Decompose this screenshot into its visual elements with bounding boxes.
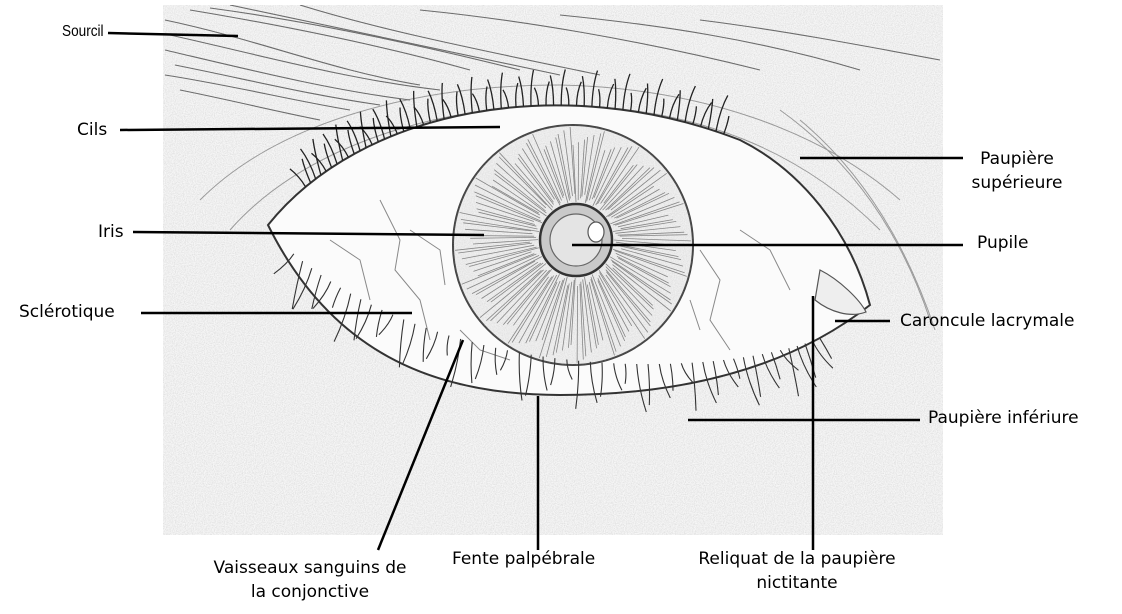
upper-eyelashes [289, 69, 730, 188]
label-reliquat: Reliquat de la paupière nictitante [672, 547, 922, 595]
label-paupiere-superieure-line1: Paupière [980, 149, 1054, 169]
eye-sketch-image [163, 5, 943, 535]
lower-eyelashes [273, 253, 834, 413]
label-paupiere-superieure-line2: supérieure [971, 173, 1063, 193]
leader-line-vaisseaux [376, 339, 465, 551]
label-vaisseaux: Vaisseaux sanguins de la conjonctive [187, 556, 433, 604]
label-pupile: Pupile [977, 233, 1029, 253]
label-caroncule: Caroncule lacrymale [900, 311, 1075, 331]
label-reliquat-line2: nictitante [756, 573, 838, 593]
leader-line-sourcil [107, 31, 239, 38]
conjunctival-vessels [329, 199, 791, 361]
label-paupiere-inferieure: Paupière infériure [928, 408, 1079, 428]
leader-line-iris [132, 230, 485, 237]
leader-line-cils [119, 125, 501, 132]
label-cils: Cils [77, 120, 108, 140]
label-vaisseaux-line1: Vaisseaux sanguins de [213, 558, 407, 578]
label-fente: Fente palpébrale [452, 549, 596, 569]
label-sclerotique: Sclérotique [19, 302, 115, 322]
label-reliquat-line1: Reliquat de la paupière [698, 549, 896, 569]
label-sourcil: Sourcil [62, 23, 104, 40]
leader-lines [107, 31, 963, 551]
label-paupiere-superieure: Paupière supérieure [955, 147, 1079, 195]
eyebrow-hairs [164, 5, 941, 121]
label-vaisseaux-line2: la conjonctive [250, 582, 370, 602]
label-iris: Iris [98, 222, 124, 242]
